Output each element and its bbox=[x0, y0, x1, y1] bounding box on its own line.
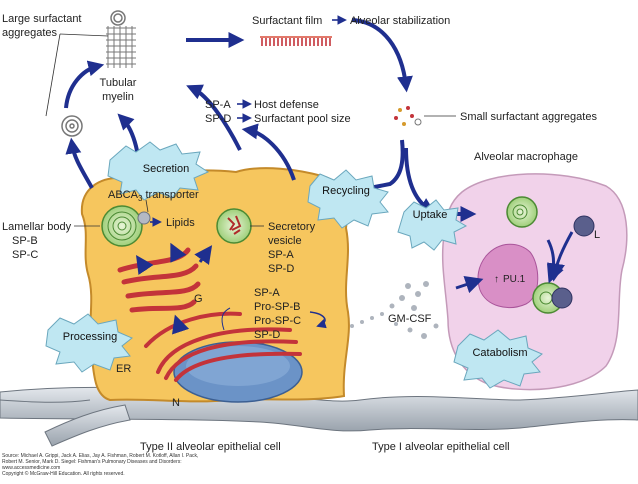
golgi-label: G bbox=[194, 293, 203, 305]
catabolism-label: Catabolism bbox=[472, 347, 527, 359]
processing-burst bbox=[45, 313, 133, 373]
small-aggregates-label: Small surfactant aggregates bbox=[460, 111, 597, 123]
lamellar-body-label: Lamellar body bbox=[2, 221, 72, 233]
spa-label: SP-A bbox=[205, 99, 231, 111]
endoplasmic-reticulum bbox=[144, 311, 302, 382]
uptake-burst bbox=[397, 199, 468, 251]
large-aggregates-label-2: aggregates bbox=[2, 27, 58, 39]
large-aggregates-label-1: Large surfactant bbox=[2, 13, 82, 25]
pu1-label: PU.1 bbox=[503, 274, 526, 285]
secretion-label: Secretion bbox=[143, 163, 189, 175]
type-i-cell-label: Type I alveolar epithelial cell bbox=[372, 441, 510, 453]
tubular-label-2: myelin bbox=[102, 91, 134, 103]
lysosome bbox=[573, 215, 595, 237]
pu1-up-arrow: ↑ bbox=[494, 274, 499, 285]
host-defense-label: Host defense bbox=[254, 99, 319, 111]
recycling-burst bbox=[307, 169, 389, 229]
er-label: ER bbox=[116, 363, 131, 375]
source-line-1: Source: Michael A. Grippi, Jack A. Elias… bbox=[2, 453, 198, 459]
surfactant-film-label: Surfactant film bbox=[252, 15, 322, 27]
processing-label: Processing bbox=[63, 331, 117, 343]
alveolar-stabilization-label: Alveolar stabilization bbox=[350, 15, 450, 27]
abca3-transporter bbox=[137, 211, 151, 225]
spd-label: SP-D bbox=[205, 113, 231, 125]
recycling-label: Recycling bbox=[322, 185, 370, 197]
phagosome bbox=[506, 196, 538, 228]
secretory-label-1: Secretory bbox=[268, 221, 316, 233]
lamellar-body bbox=[101, 205, 151, 247]
pathway-arrows bbox=[64, 18, 477, 222]
secretory-spd-label: SP-D bbox=[268, 263, 294, 275]
abca3-label: ABCA3 transporter bbox=[108, 189, 199, 203]
tubular-label-1: Tubular bbox=[100, 77, 137, 89]
aggregate-coil-icon bbox=[61, 115, 83, 137]
lamellar-spc-label: SP-C bbox=[12, 249, 38, 261]
pro-spa-label: SP-A bbox=[254, 287, 280, 299]
tubular-myelin-icon bbox=[106, 26, 136, 68]
large-aggregates-icon bbox=[110, 10, 126, 26]
golgi-apparatus bbox=[117, 247, 201, 313]
macrophage-label: Alveolar macrophage bbox=[474, 151, 578, 163]
lysosome-label: L bbox=[594, 229, 600, 241]
pro-spb-label: Pro-SP-B bbox=[254, 301, 300, 313]
nucleus-label: N bbox=[172, 397, 180, 409]
source-line-4: Copyright © McGraw-Hill Education. All r… bbox=[2, 470, 125, 477]
small-aggregates-icon bbox=[394, 106, 422, 126]
secretory-spa-label: SP-A bbox=[268, 249, 294, 261]
secretory-label-2: vesicle bbox=[268, 235, 302, 247]
type-ii-cell-label: Type II alveolar epithelial cell bbox=[140, 441, 281, 453]
lamellar-spb-label: SP-B bbox=[12, 235, 38, 247]
source-line-2: Robert M. Senior, Mark D. Siegel: Fishma… bbox=[2, 459, 182, 465]
pool-size-label: Surfactant pool size bbox=[254, 113, 351, 125]
source-line-3: www.accessmedicine.com bbox=[2, 465, 60, 471]
gm-csf-particles bbox=[350, 281, 439, 339]
secretion-burst bbox=[107, 141, 210, 201]
surfactant-film-icon bbox=[260, 36, 332, 46]
lipids-label: Lipids bbox=[166, 217, 195, 229]
catabolism-burst bbox=[453, 329, 543, 389]
gm-csf-label: GM-CSF bbox=[388, 313, 432, 325]
pro-spd-label: SP-D bbox=[254, 329, 280, 341]
pro-spc-label: Pro-SP-C bbox=[254, 315, 301, 327]
secretory-vesicle bbox=[216, 208, 252, 244]
uptake-label: Uptake bbox=[413, 209, 448, 221]
